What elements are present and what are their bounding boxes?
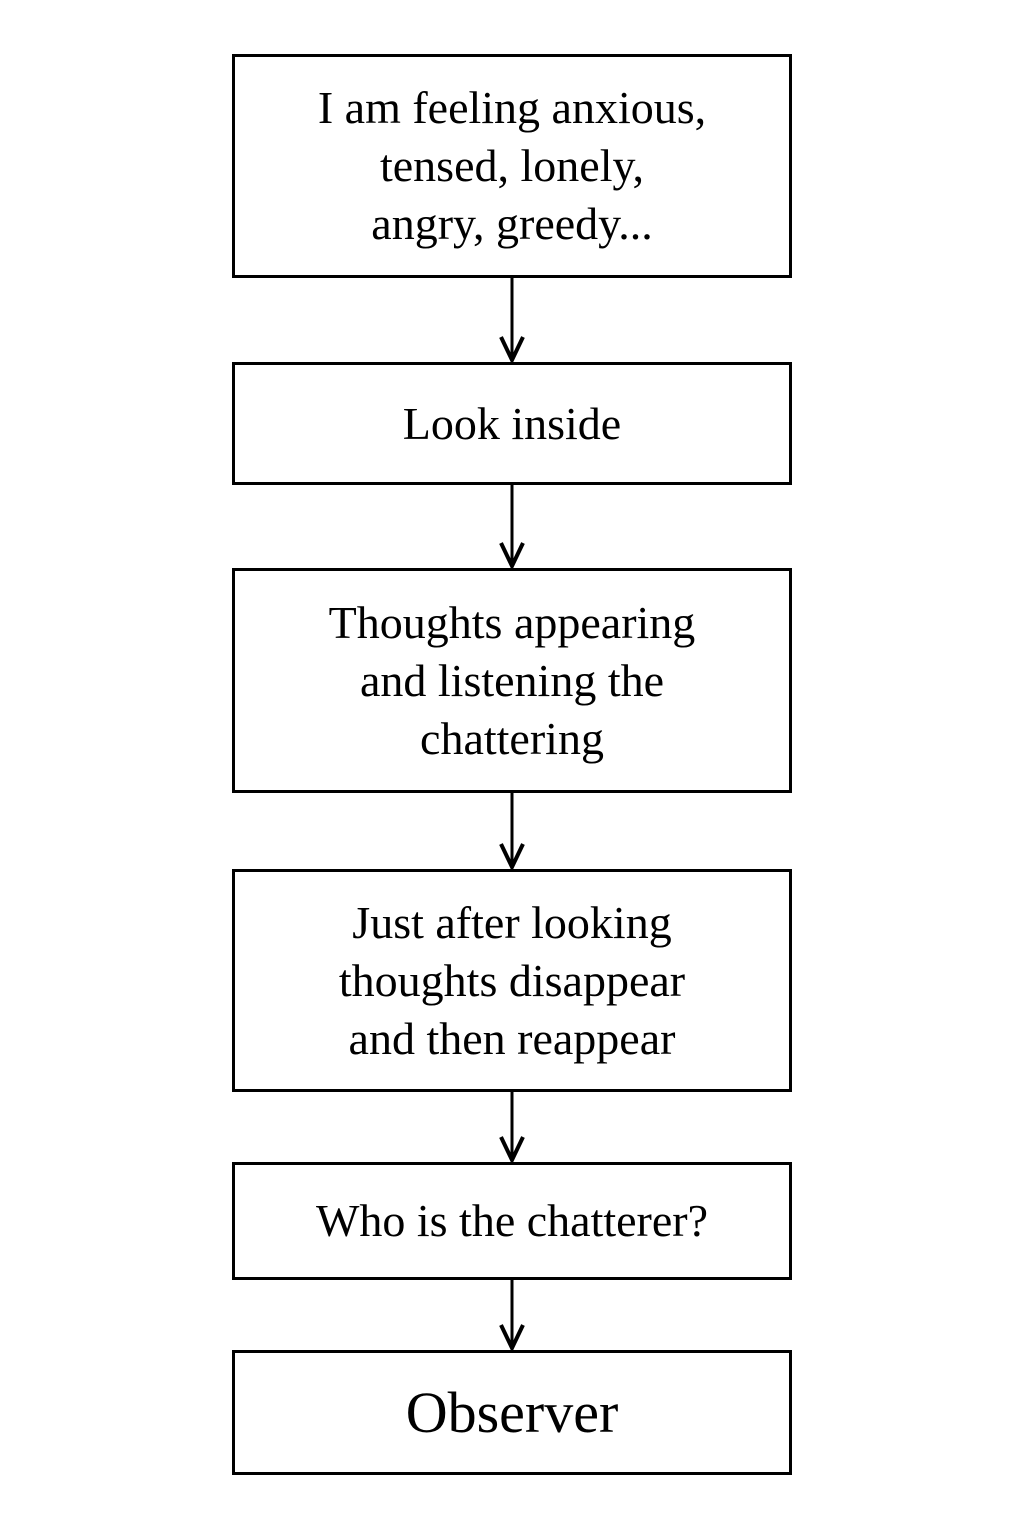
who-is-chatterer-box: Who is the chatterer?	[232, 1162, 792, 1280]
thoughts-appearing-box-label: Thoughts appearing and listening the cha…	[328, 596, 696, 764]
arrow-feelings-to-look-inside	[499, 278, 525, 365]
arrow-disappear-to-who	[499, 1092, 525, 1165]
observer-box: Observer	[232, 1350, 792, 1475]
look-inside-box: Look inside	[232, 362, 792, 485]
arrow-who-to-observer	[499, 1280, 525, 1353]
look-inside-box-label: Look inside	[402, 397, 622, 449]
arrow-thoughts-to-disappear	[499, 793, 525, 872]
who-is-chatterer-box-label: Who is the chatterer?	[315, 1195, 709, 1246]
arrow-look-inside-to-thoughts	[499, 485, 525, 571]
feelings-box: I am feeling anxious, tensed, lonely, an…	[232, 54, 792, 278]
thoughts-disappear-box-label: Just after looking thoughts disappear an…	[338, 896, 686, 1064]
feelings-box-label: I am feeling anxious, tensed, lonely, an…	[317, 82, 707, 249]
thoughts-disappear-box: Just after looking thoughts disappear an…	[232, 869, 792, 1092]
thoughts-appearing-box: Thoughts appearing and listening the cha…	[232, 568, 792, 793]
observer-box-label: Observer	[405, 1379, 619, 1445]
